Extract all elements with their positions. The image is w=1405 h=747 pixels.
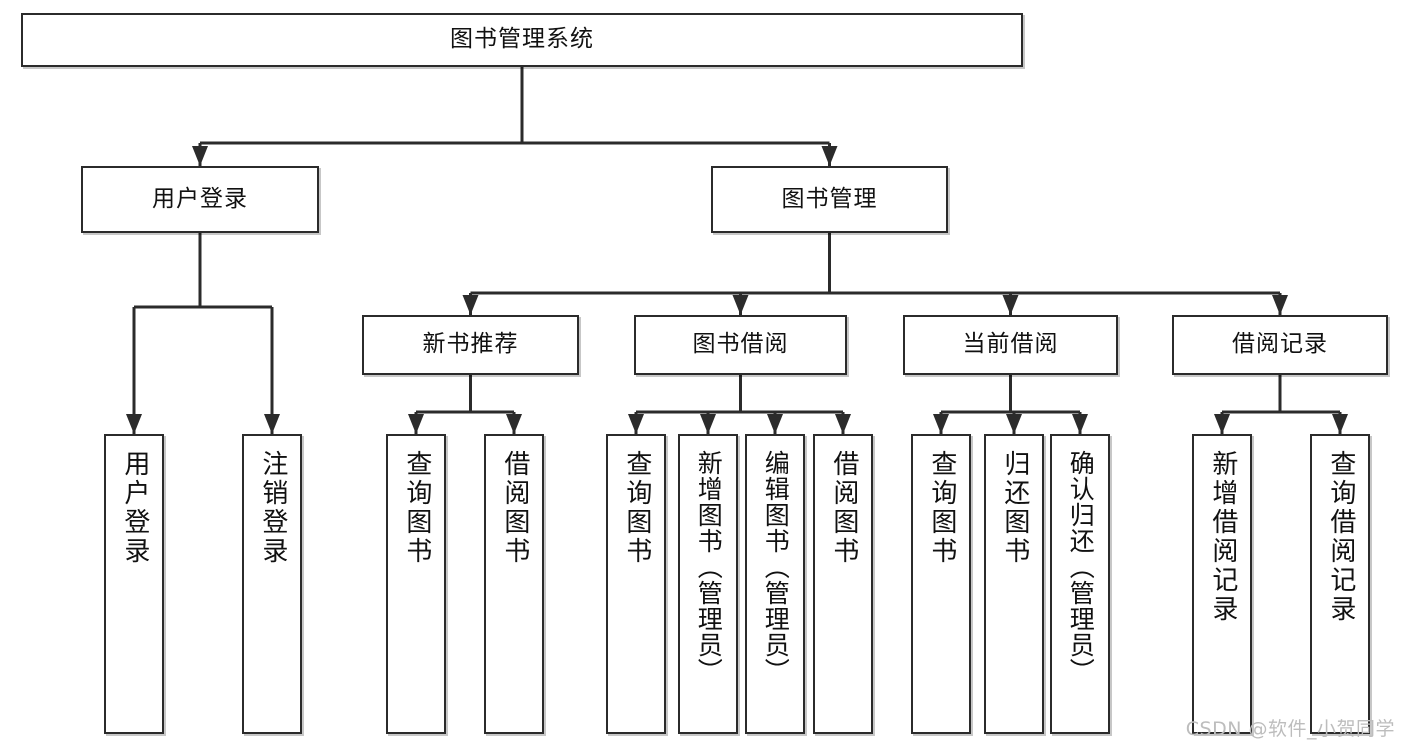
leaf-query-book-1-label: 查询图书: [401, 450, 432, 566]
node-user-login-label: 用户登录: [152, 185, 248, 212]
watermark: CSDN @软件_小贺同学: [1185, 718, 1395, 740]
node-book-management[interactable]: 图书管理: [711, 166, 948, 233]
node-book-management-label: 图书管理: [781, 185, 878, 212]
leaf-add-book-label: 新增图书（管理员）: [694, 450, 724, 684]
leaf-borrow-book-1-label: 借阅图书: [499, 450, 530, 566]
node-book-borrow-label: 图书借阅: [692, 331, 789, 358]
leaf-logout[interactable]: 注销登录: [242, 434, 302, 734]
leaf-borrow-book-1[interactable]: 借阅图书: [484, 434, 544, 734]
leaf-add-record[interactable]: 新增借阅记录: [1192, 434, 1252, 734]
leaf-return-book[interactable]: 归还图书: [984, 434, 1044, 734]
node-current-borrow-label: 当前借阅: [962, 331, 1059, 358]
leaf-logout-label: 注销登录: [257, 450, 288, 566]
leaf-query-book-2[interactable]: 查询图书: [606, 434, 666, 734]
leaf-query-book-1[interactable]: 查询图书: [386, 434, 446, 734]
node-user-login[interactable]: 用户登录: [81, 166, 319, 233]
leaf-query-record-label: 查询借阅记录: [1325, 450, 1356, 624]
leaf-confirm-return[interactable]: 确认归还（管理员）: [1050, 434, 1110, 734]
leaf-query-book-3[interactable]: 查询图书: [911, 434, 971, 734]
node-current-borrow[interactable]: 当前借阅: [903, 315, 1118, 375]
node-new-book-recommend-label: 新书推荐: [422, 331, 519, 358]
node-borrow-record-label: 借阅记录: [1232, 331, 1328, 358]
leaf-confirm-return-label: 确认归还（管理员）: [1066, 450, 1096, 684]
leaf-borrow-book-2-label: 借阅图书: [828, 450, 859, 566]
leaf-edit-book[interactable]: 编辑图书（管理员）: [745, 434, 805, 734]
leaf-return-book-label: 归还图书: [999, 450, 1030, 566]
node-book-borrow[interactable]: 图书借阅: [634, 315, 847, 375]
leaf-add-record-label: 新增借阅记录: [1207, 450, 1238, 624]
leaf-query-record[interactable]: 查询借阅记录: [1310, 434, 1370, 734]
leaf-user-login[interactable]: 用户登录: [104, 434, 164, 734]
node-root-label: 图书管理系统: [450, 26, 594, 53]
leaf-query-book-3-label: 查询图书: [926, 450, 957, 566]
leaf-user-login-label: 用户登录: [119, 450, 150, 566]
node-borrow-record[interactable]: 借阅记录: [1172, 315, 1388, 375]
leaf-borrow-book-2[interactable]: 借阅图书: [813, 434, 873, 734]
node-new-book-recommend[interactable]: 新书推荐: [362, 315, 579, 375]
leaf-add-book[interactable]: 新增图书（管理员）: [678, 434, 738, 734]
leaf-edit-book-label: 编辑图书（管理员）: [761, 450, 791, 684]
leaf-query-book-2-label: 查询图书: [621, 450, 652, 566]
node-root[interactable]: 图书管理系统: [21, 13, 1023, 67]
